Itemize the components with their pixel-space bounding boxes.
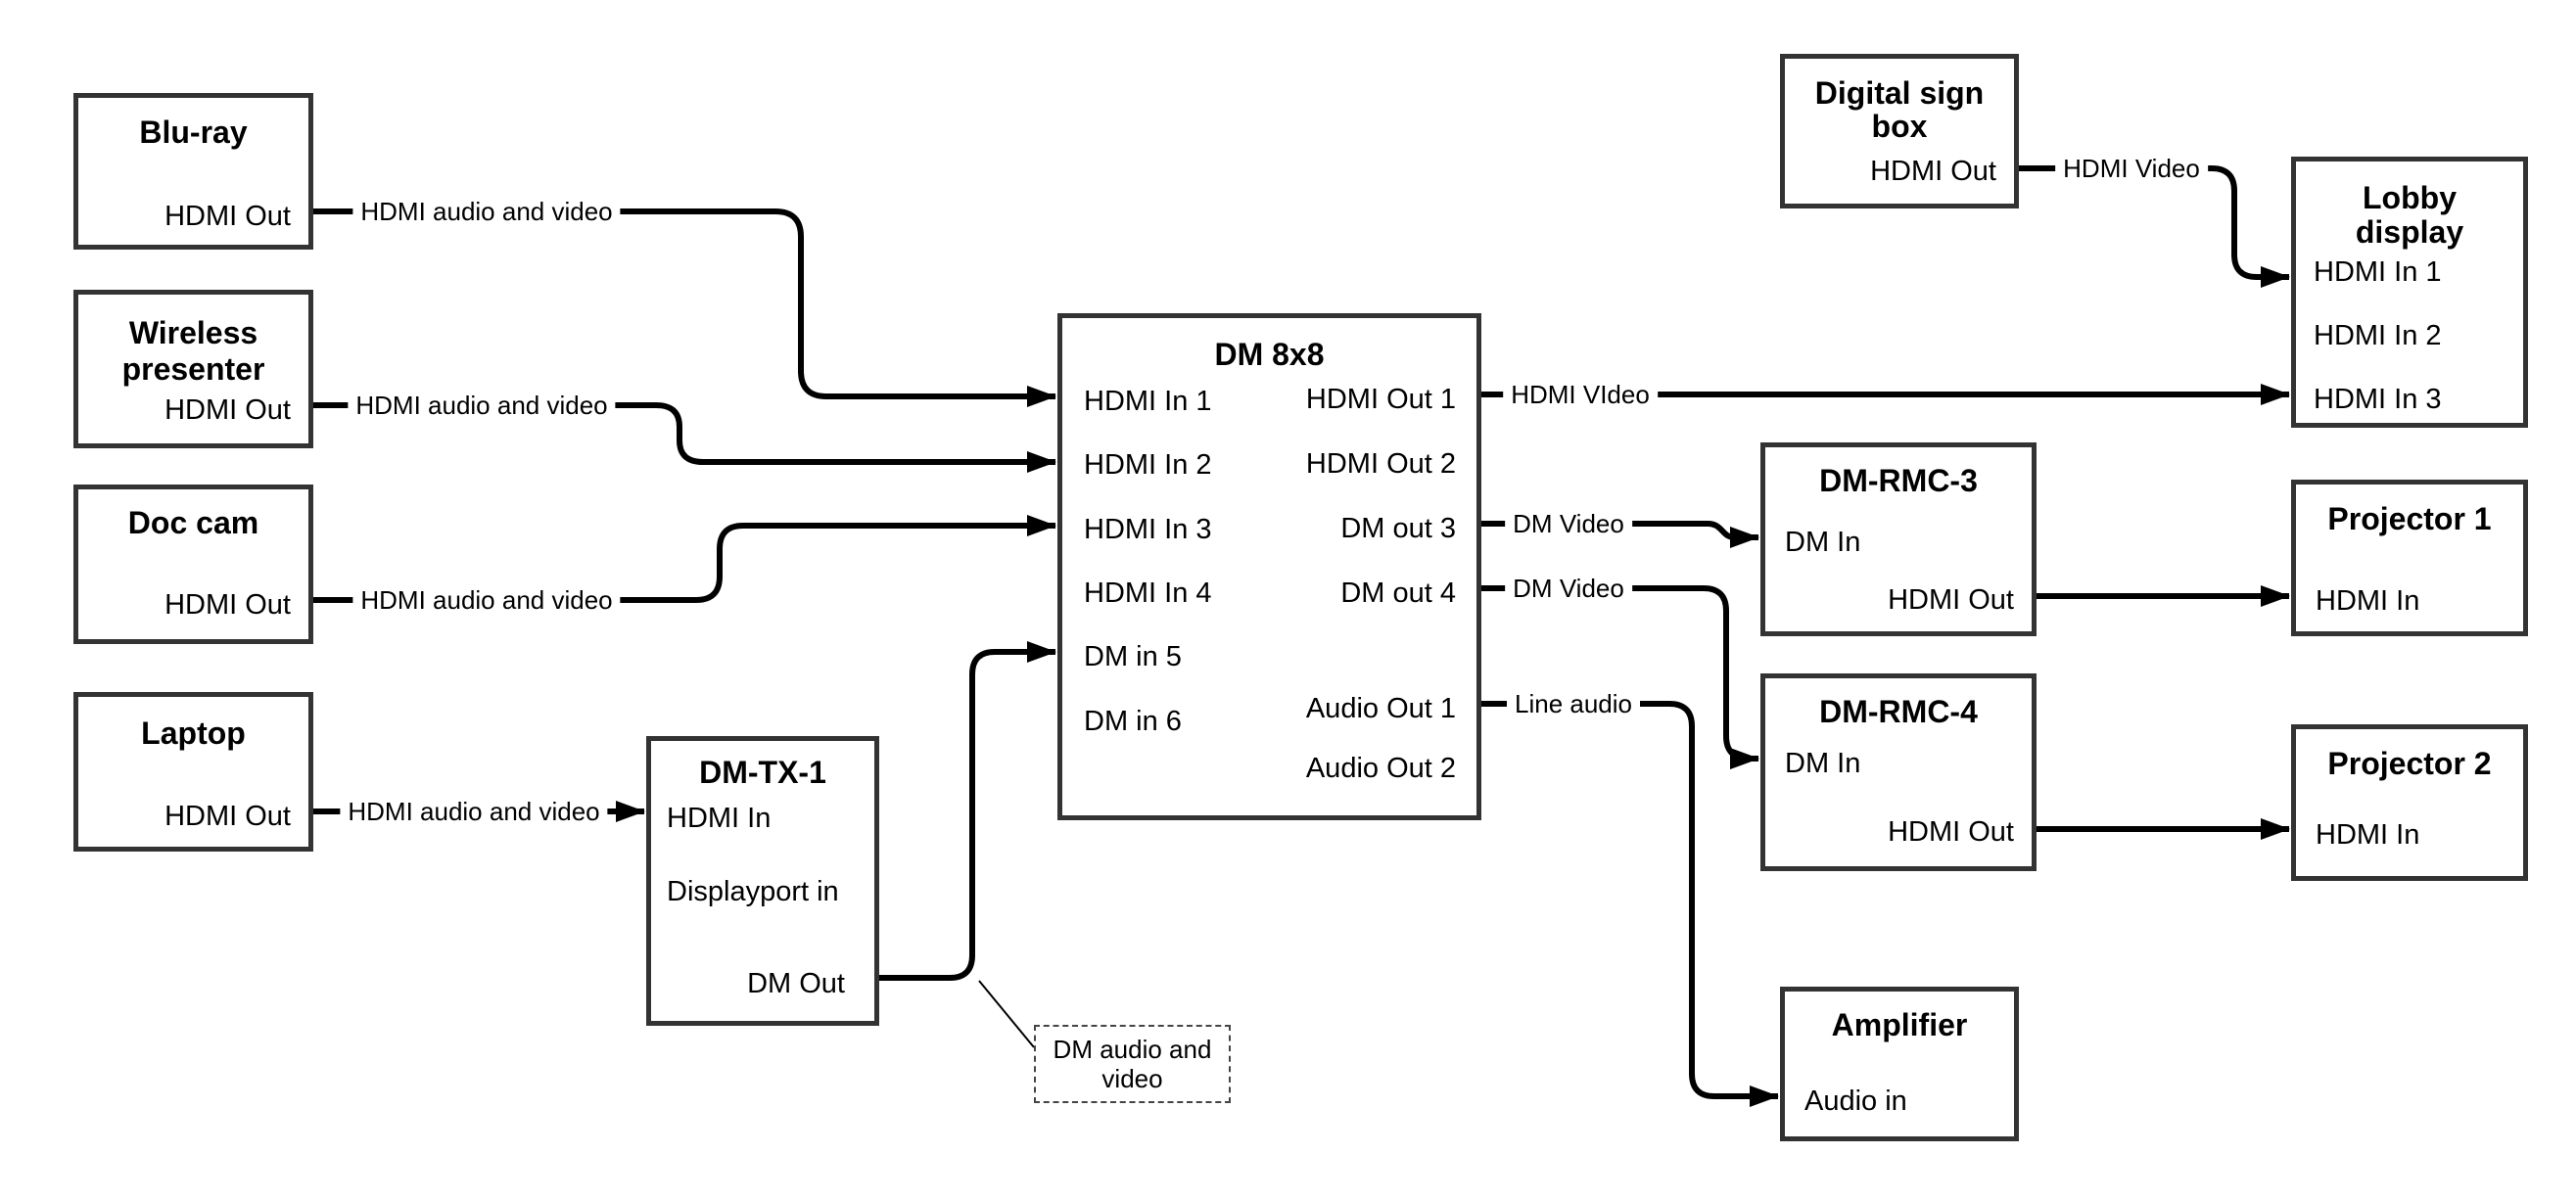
- port-hdmi-out: HDMI Out: [1888, 584, 2014, 616]
- node-wireless-presenter: Wireless presenter HDMI Out: [73, 290, 313, 448]
- port-audio-in: Audio in: [1804, 1086, 1907, 1117]
- cable-label-wireless: HDMI audio and video: [348, 390, 616, 421]
- node-title: Digital sign: [1814, 75, 1985, 111]
- port-dm-in: DM In: [1785, 748, 1861, 779]
- cable-digitalsign-to-lobby-in1: [2019, 165, 2290, 288]
- node-lobby-display: Lobby display HDMI In 1 HDMI In 2 HDMI I…: [2291, 157, 2528, 428]
- cable-wireless-to-dm8x8-in2: [313, 402, 1056, 473]
- cable-label-dm-video-out3: DM Video: [1505, 508, 1632, 539]
- cable-dm8x8-out3-to-rmc3-dmin: [1481, 521, 1759, 548]
- port-audio-out-1: Audio Out 1: [1305, 693, 1456, 724]
- cable-label-digital-sign: HDMI Video: [2055, 153, 2208, 184]
- callout-pointer-line: [978, 980, 1035, 1048]
- node-title: display: [2355, 214, 2464, 250]
- callout-text: video: [1101, 1064, 1163, 1093]
- node-title: presenter: [121, 351, 265, 387]
- port-hdmi-out: HDMI Out: [1888, 816, 2014, 848]
- port-dm-in-6: DM in 6: [1084, 706, 1182, 737]
- cable-dm8x8-out4-to-rmc4-dmin: [1481, 585, 1759, 769]
- node-title: Projector 2: [2327, 746, 2492, 781]
- node-title: Amplifier: [1831, 1007, 1968, 1042]
- node-title: Wireless: [128, 315, 258, 350]
- cable-label-bluray: HDMI audio and video: [352, 196, 621, 227]
- cable-label-hdmi-video-out1: HDMI VIdeo: [1503, 379, 1658, 410]
- node-title: DM 8x8: [1214, 337, 1325, 372]
- port-displayport-in: Displayport in: [667, 876, 839, 907]
- node-blu-ray: Blu-ray HDMI Out: [73, 93, 313, 250]
- node-title: Laptop: [141, 716, 246, 751]
- port-hdmi-out-1: HDMI Out 1: [1305, 384, 1456, 415]
- port-dm-out-3: DM out 3: [1340, 513, 1456, 544]
- node-title: box: [1871, 109, 1928, 144]
- port-hdmi-in-2: HDMI In 2: [1084, 449, 1212, 481]
- cable-label-doccam: HDMI audio and video: [352, 584, 621, 616]
- port-hdmi-in: HDMI In: [667, 803, 772, 834]
- node-title: DM-RMC-4: [1819, 694, 1978, 729]
- node-dm-rmc-4: DM-RMC-4 DM In HDMI Out: [1760, 673, 2037, 871]
- callout-dm-audio-video: DM audio and video: [1034, 1025, 1231, 1103]
- node-title: Doc cam: [127, 505, 259, 540]
- node-dm-tx-1: DM-TX-1 HDMI In Displayport in DM Out: [646, 736, 879, 1026]
- port-hdmi-in-3: HDMI In 3: [2314, 384, 2442, 415]
- port-hdmi-in: HDMI In: [2316, 819, 2420, 851]
- port-hdmi-in-1: HDMI In 1: [1084, 386, 1212, 417]
- node-projector-1: Projector 1 HDMI In: [2291, 480, 2528, 636]
- port-hdmi-out: HDMI Out: [164, 394, 291, 426]
- port-hdmi-out: HDMI Out: [164, 801, 291, 832]
- port-hdmi-in-4: HDMI In 4: [1084, 577, 1212, 609]
- port-dm-in-5: DM in 5: [1084, 641, 1182, 672]
- node-amplifier: Amplifier Audio in: [1780, 987, 2019, 1141]
- node-projector-2: Projector 2 HDMI In: [2291, 724, 2528, 881]
- node-dm-rmc-3: DM-RMC-3 DM In HDMI Out: [1760, 442, 2037, 636]
- port-hdmi-out: HDMI Out: [1870, 156, 1996, 187]
- node-title: Blu-ray: [139, 115, 248, 150]
- node-doc-cam: Doc cam HDMI Out: [73, 485, 313, 644]
- port-dm-out-4: DM out 4: [1340, 577, 1456, 609]
- node-laptop: Laptop HDMI Out: [73, 692, 313, 852]
- port-hdmi-in-1: HDMI In 1: [2314, 256, 2442, 288]
- cable-label-laptop: HDMI audio and video: [340, 796, 608, 827]
- port-hdmi-in: HDMI In: [2316, 585, 2420, 617]
- port-dm-in: DM In: [1785, 527, 1861, 558]
- port-hdmi-out-2: HDMI Out 2: [1305, 448, 1456, 480]
- cable-bluray-to-dm8x8-in1: [313, 208, 1056, 407]
- port-hdmi-in-2: HDMI In 2: [2314, 320, 2442, 351]
- callout-text: DM audio and: [1053, 1035, 1212, 1064]
- port-hdmi-out: HDMI Out: [164, 201, 291, 232]
- node-title: Lobby: [2363, 180, 2457, 215]
- node-title: DM-TX-1: [699, 755, 826, 790]
- node-title: DM-RMC-3: [1819, 463, 1978, 498]
- cable-dmtx1-dmout-to-dm8x8-in5: [879, 641, 1056, 981]
- port-hdmi-out: HDMI Out: [164, 589, 291, 621]
- node-dm-8x8: DM 8x8 HDMI In 1 HDMI In 2 HDMI In 3 HDM…: [1057, 313, 1481, 820]
- cable-label-line-audio: Line audio: [1507, 688, 1640, 719]
- node-title: Projector 1: [2327, 501, 2492, 536]
- cable-label-dm-video-out4: DM Video: [1505, 573, 1632, 604]
- port-hdmi-in-3: HDMI In 3: [1084, 514, 1212, 545]
- node-digital-sign-box: Digital sign box HDMI Out: [1780, 54, 2019, 208]
- cable-doccam-to-dm8x8-in3: [313, 515, 1056, 603]
- cable-dm8x8-audioout1-to-amp: [1481, 701, 1779, 1107]
- port-audio-out-2: Audio Out 2: [1305, 753, 1456, 784]
- port-dm-out: DM Out: [747, 968, 845, 999]
